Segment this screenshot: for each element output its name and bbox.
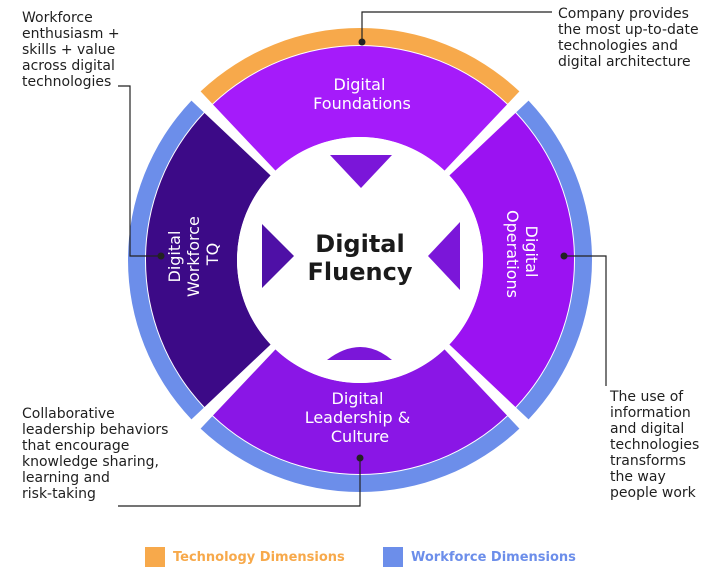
operations-leader-dot bbox=[560, 252, 568, 260]
technology-dimension-ring-arc bbox=[200, 27, 520, 104]
digital-foundations-segment bbox=[212, 46, 508, 171]
legend-workforce-label: Workforce Dimensions bbox=[411, 549, 576, 565]
workforce-dimension-ring-arc-bottom bbox=[200, 416, 520, 492]
leadership-leader-dot bbox=[356, 454, 364, 462]
digital-leadership-culture-segment bbox=[212, 349, 508, 474]
digital-workforce-tq-label: Digital Workforce TQ bbox=[165, 211, 222, 297]
bottom-pointer-marker bbox=[327, 347, 392, 360]
center-circle bbox=[237, 137, 483, 383]
legend-technology: Technology Dimensions bbox=[145, 547, 345, 567]
digital-workforce-tq-segment bbox=[146, 112, 271, 408]
leadership-annotation: Collaborative leadership behaviors that … bbox=[22, 406, 169, 502]
workforce-dimension-ring-arc-left bbox=[128, 100, 204, 420]
foundations-annotation: Company provides the most up-to-date tec… bbox=[558, 6, 699, 70]
top-pointer-marker bbox=[330, 155, 392, 188]
foundations-leader-dot bbox=[358, 38, 366, 46]
digital-operations-label: Digital Operations bbox=[503, 210, 541, 298]
foundations-leader-line bbox=[361, 11, 552, 42]
operations-annotation: The use of information and digital techn… bbox=[610, 389, 700, 501]
legend-workforce-swatch bbox=[383, 547, 403, 567]
digital-leadership-culture-label: Digital Leadership & Culture bbox=[305, 389, 416, 446]
center-title-line2: Fluency bbox=[308, 258, 413, 286]
operations-leader-line bbox=[564, 255, 607, 386]
workforce-dimension-ring-arc-right bbox=[516, 100, 592, 420]
legend-technology-swatch bbox=[145, 547, 165, 567]
digital-foundations-label: Digital Foundations bbox=[313, 75, 411, 113]
workforce-tq-leader-line bbox=[118, 85, 161, 257]
legend-technology-label: Technology Dimensions bbox=[173, 549, 345, 565]
workforce-tq-annotation: Workforce enthusiasm + skills + value ac… bbox=[22, 10, 120, 90]
right-pointer-marker bbox=[428, 222, 460, 290]
left-pointer-marker bbox=[262, 224, 294, 288]
legend-workforce: Workforce Dimensions bbox=[383, 547, 576, 567]
center-title-line1: Digital bbox=[315, 230, 404, 258]
workforce-tq-leader-dot bbox=[157, 252, 165, 260]
digital-operations-segment bbox=[449, 112, 574, 408]
leadership-leader-line bbox=[118, 458, 361, 507]
